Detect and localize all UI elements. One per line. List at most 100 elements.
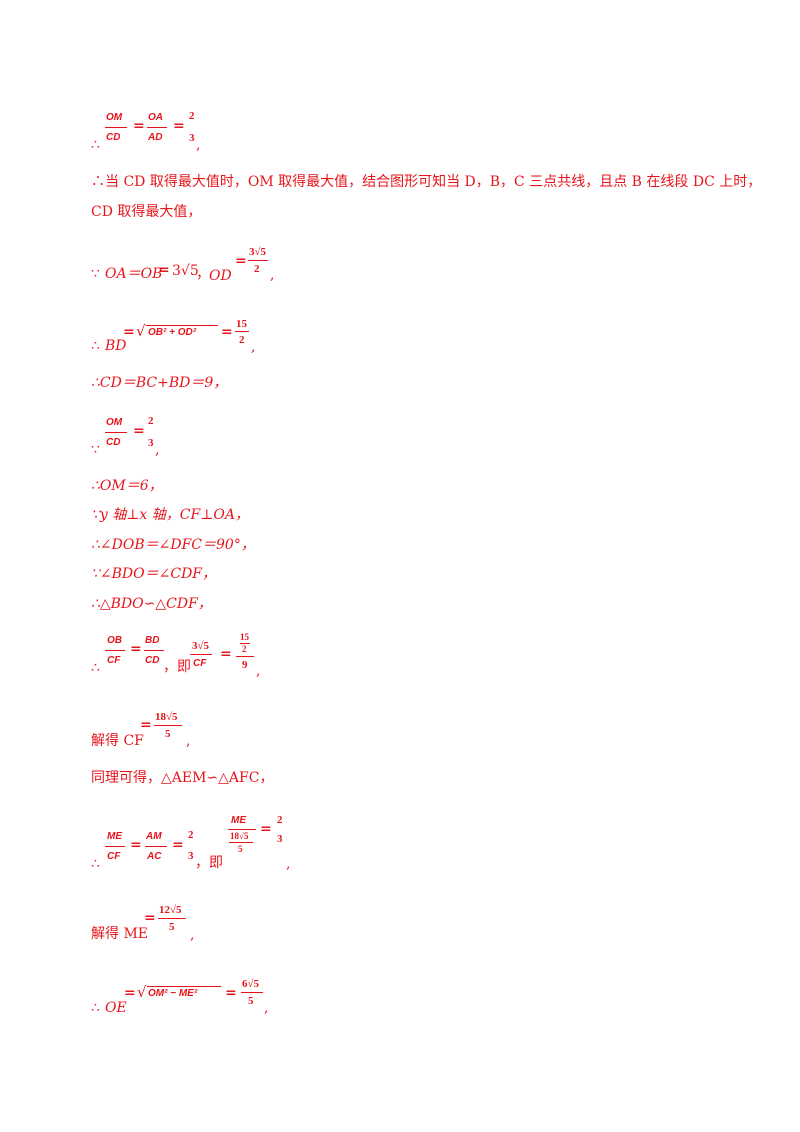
radicand: OM² − ME²	[148, 988, 198, 999]
fraction-bar	[147, 127, 167, 128]
fraction-bar	[241, 992, 263, 993]
fraction-bar	[105, 432, 127, 433]
nested-numerator: 15	[240, 632, 249, 642]
text-line-12: ∴△BDO∽△CDF，	[91, 596, 212, 612]
therefore-symbol: ∴	[91, 338, 100, 354]
fraction-denominator: CD	[106, 132, 121, 143]
comma: ,	[155, 442, 160, 458]
nested-fraction-bar	[240, 643, 250, 644]
fraction-denominator: 3	[277, 833, 283, 845]
equals-sign: =	[173, 118, 185, 134]
separator: ，即	[195, 855, 223, 871]
equals-sign: =	[144, 910, 156, 926]
equation-text: OA＝OB	[105, 266, 163, 282]
text-line-3: CD 取得最大值，	[91, 204, 202, 220]
nested-denominator: 5	[238, 844, 243, 854]
fraction-numerator: 2	[189, 110, 195, 122]
fraction-bar	[144, 650, 164, 651]
fraction-numerator: 3√5	[192, 640, 210, 652]
equals-sign: =	[260, 821, 272, 837]
therefore-symbol: ∴	[91, 137, 100, 153]
equals-sign: =	[220, 646, 232, 662]
text-line-8: ∴OM＝6，	[91, 478, 163, 494]
separator: ，	[196, 266, 210, 282]
solution-label: 解得 ME	[91, 926, 149, 942]
fraction-bar	[190, 654, 212, 655]
fraction-bar	[105, 846, 125, 847]
fraction-bar	[158, 918, 186, 919]
fraction-denominator: 9	[242, 659, 248, 671]
therefore-symbol: ∴	[91, 1000, 100, 1016]
fraction-denominator: 2	[239, 334, 245, 346]
fraction-numerator: 2	[188, 829, 194, 841]
fraction-denominator: 3	[189, 132, 195, 144]
fraction-denominator: CF	[107, 851, 121, 862]
equals-sign: =	[133, 118, 145, 134]
equals-sign: =	[235, 253, 247, 269]
fraction-bar	[105, 127, 127, 128]
fraction-numerator: AM	[146, 831, 162, 842]
equals-sign: =	[124, 985, 136, 1001]
fraction-bar	[236, 656, 254, 657]
text-line-2: ∴当 CD 取得最大值时，OM 取得最大值，结合图形可知当 D，B，C 三点共线…	[91, 174, 762, 190]
fraction-numerator: 2	[277, 814, 283, 826]
fraction-denominator: CD	[106, 437, 121, 448]
fraction-numerator: 6√5	[242, 978, 260, 990]
fraction-numerator: 18√5	[155, 711, 178, 723]
fraction-numerator: OM	[106, 417, 123, 428]
oe-label: OE	[105, 1000, 127, 1016]
fraction-numerator: OM	[106, 112, 123, 123]
equals-sign: =	[140, 717, 152, 733]
fraction-denominator: CD	[145, 655, 160, 666]
equals-sign: =	[158, 262, 170, 278]
comma: ,	[270, 267, 275, 283]
fraction-denominator: 2	[254, 263, 260, 275]
fraction-numerator: BD	[145, 635, 160, 646]
fraction-bar	[145, 846, 167, 847]
nested-fraction-bar	[229, 842, 253, 843]
because-symbol: ∵	[91, 266, 100, 282]
text-line-10: ∴∠DOB＝∠DFC＝90°，	[91, 537, 255, 553]
separator: ，即	[163, 659, 191, 675]
fraction-bar	[235, 331, 249, 332]
equals-sign: =	[123, 324, 135, 340]
therefore-symbol: ∴	[91, 660, 100, 676]
text-line-11: ∵∠BDO＝∠CDF，	[91, 566, 217, 582]
fraction-bar	[154, 725, 182, 726]
radical-sign: √	[136, 322, 146, 340]
equals-sign: =	[172, 837, 184, 853]
radicand: OB² + OD²	[148, 327, 197, 338]
fraction-numerator: ME	[107, 831, 122, 842]
comma: ,	[264, 1000, 269, 1016]
radical-overline	[147, 986, 221, 987]
fraction-denominator: CF	[193, 658, 207, 669]
bd-label: BD	[105, 338, 127, 354]
radical-value: 3√5	[172, 263, 199, 279]
fraction-numerator: 3√5	[249, 246, 267, 258]
equals-sign: =	[130, 837, 142, 853]
fraction-bar	[228, 829, 256, 830]
equals-sign: =	[133, 423, 145, 439]
comma: ,	[196, 137, 201, 153]
comma: ,	[190, 927, 195, 943]
fraction-numerator: ME	[231, 815, 246, 826]
radical-sign: √	[137, 983, 147, 1001]
text-line-6: ∴CD＝BC+BD＝9，	[91, 375, 228, 391]
fraction-denominator: 5	[165, 728, 171, 740]
text-line-9: ∵y 轴⊥x 轴，CF⊥OA，	[91, 507, 249, 523]
fraction-denominator: AD	[148, 132, 163, 143]
nested-numerator: 18√5	[230, 831, 249, 841]
fraction-bar	[248, 260, 268, 261]
equals-sign: =	[225, 985, 237, 1001]
therefore-symbol: ∴	[91, 856, 100, 872]
comma: ,	[186, 733, 191, 749]
fraction-denominator: 3	[188, 850, 194, 862]
solution-label: 解得 CF	[91, 733, 144, 749]
fraction-denominator: AC	[147, 851, 162, 862]
od-label: OD	[209, 268, 232, 284]
comma: ,	[256, 663, 261, 679]
comma: ,	[251, 339, 256, 355]
radical-overline	[146, 325, 218, 326]
fraction-numerator: 15	[236, 318, 247, 330]
fraction-denominator: 5	[248, 995, 254, 1007]
